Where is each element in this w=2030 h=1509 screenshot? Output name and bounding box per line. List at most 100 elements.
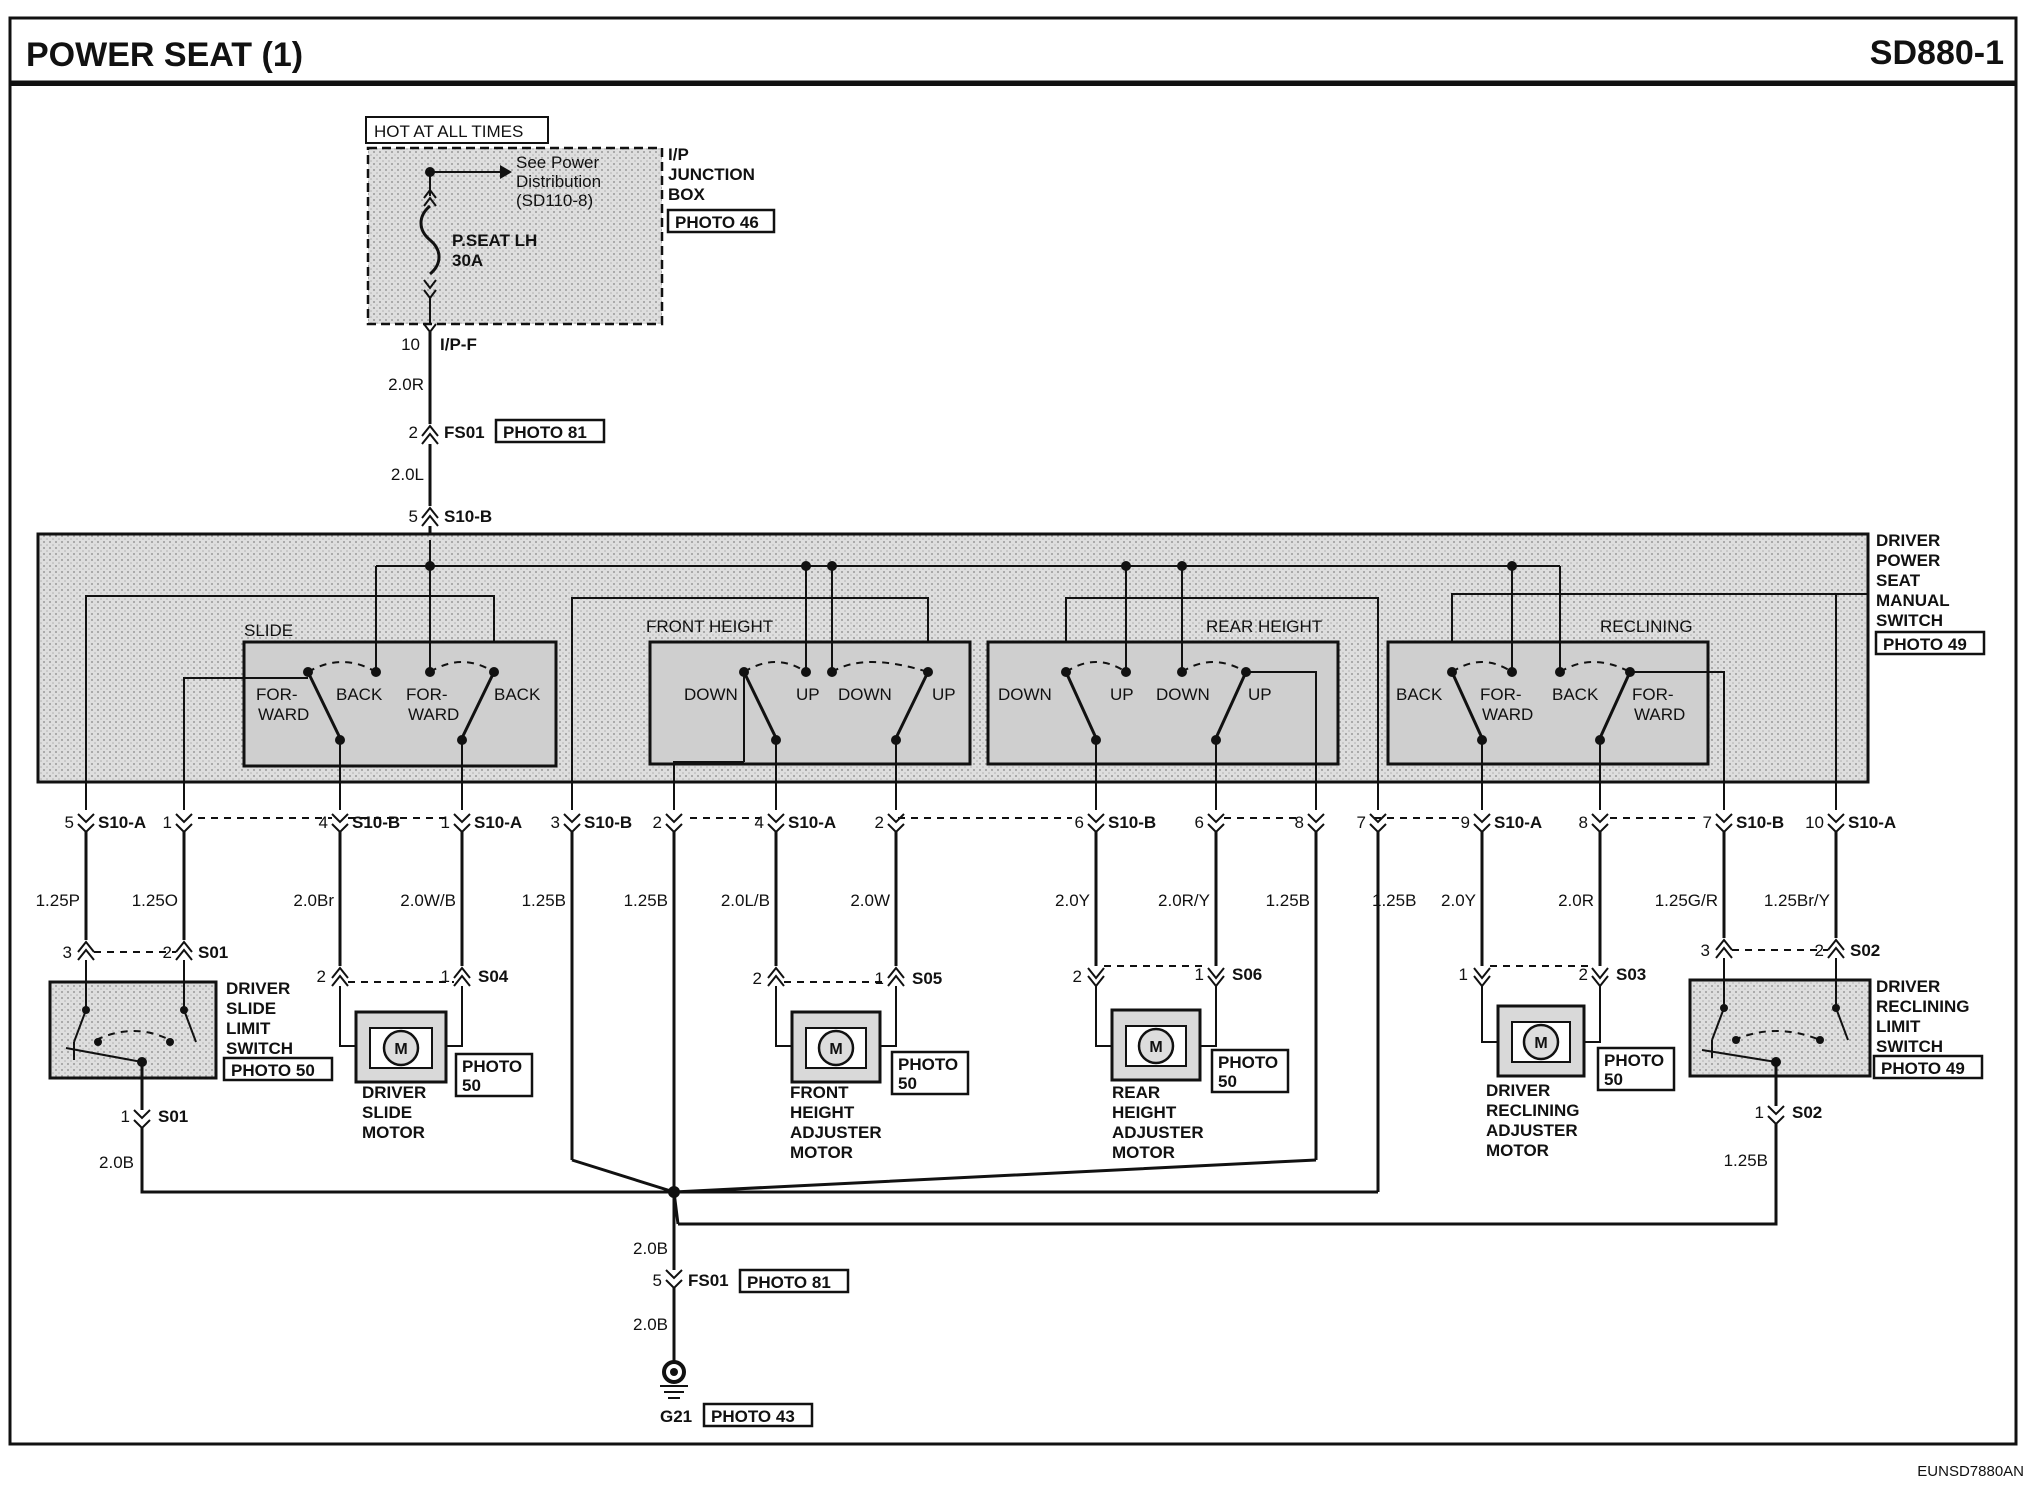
motor-name-2: RECLINING [1486,1101,1580,1120]
pin-col-13: 9 S10-A 2.0Y [1441,813,1542,966]
switch-photo: PHOTO 49 [1883,635,1967,654]
fs01-connector-icon [421,424,439,445]
fs01-ground-photo-box [738,1268,850,1294]
page-code: SD880-1 [1870,34,2004,72]
switch-connector-row: 5 S10-A 1.25P 1 1.25O 4 S10-B 2.0Br 1 S1… [36,813,1896,1192]
slide-node-2 [425,667,435,677]
motor-photo-box [1596,1046,1676,1092]
wire-label: 2.0Y [1055,891,1090,910]
hot-at-all-times-label: HOT AT ALL TIMES [374,122,523,141]
motor-photo-2: 50 [898,1074,917,1093]
s02-connector: S02 [1850,941,1880,960]
connector-chevron [1827,813,1845,834]
motor-name-2: SLIDE [362,1103,412,1122]
rear-height-adjuster-motor: 2 1 S06 M PHOTO 50 REAR HEIGHT ADJUSTER … [1073,965,1290,1162]
front-up-1: UP [796,685,820,704]
motor-connector: S05 [912,969,942,988]
s01-pin-a: 3 [63,943,72,962]
s02-pin-b: 2 [1815,941,1824,960]
pin-col-1: 5 S10-A 1.25P [36,813,146,940]
fs01-ground-connector: FS01 [688,1271,729,1290]
pin-number: 7 [1357,813,1366,832]
connector-chevron [1207,813,1225,834]
pin-connector: S10-A [1848,813,1896,832]
s02-gnd-wire: 1.25B [1724,1151,1768,1170]
slide-node-1 [371,667,381,677]
rear-node-2 [1177,667,1187,677]
page-title: POWER SEAT (1) [26,36,303,74]
front-supply-taps [805,640,833,672]
ip-junction-box: HOT AT ALL TIMES See Power Distribution … [365,116,776,326]
connector-chevron [175,813,193,834]
slide-link-2 [429,661,495,673]
fuse-icon [419,204,441,276]
motor-name-3: MOTOR [362,1123,425,1142]
rear-ground-loop [1065,597,1379,810]
front-node-1 [801,667,811,677]
front-link-1 [743,661,807,673]
motor-photo-box [1210,1048,1290,1094]
rear-down-1: DOWN [998,685,1052,704]
motor-leads [1095,986,1217,1047]
slide-forward-2a: FOR- [406,685,448,704]
recline-contact-2 [1598,671,1632,739]
pin-col-10: 6 2.0R/Y [1158,813,1225,966]
fs01-photo: PHOTO 81 [503,423,587,442]
motor-pin-b: 1 [875,969,884,988]
rear-height-section [986,640,1340,766]
recline-outputs [1481,594,1837,810]
motor-name-4: MOTOR [790,1143,853,1162]
rear-up-2: UP [1248,685,1272,704]
connector-chevron [1087,813,1105,834]
motor-chevron-a [767,966,785,987]
s01-gnd-chevron [133,1109,151,1130]
junction-box-photo-box [666,208,776,234]
ground-photo: PHOTO 43 [711,1407,795,1426]
see-power-line3: (SD110-8) [516,191,593,210]
fuse-bottom-chevrons [423,279,437,324]
bus-node [827,561,837,571]
pin-connector: S10-B [352,813,400,832]
pin-number: 6 [1195,813,1204,832]
slide-limit-name-2: SLIDE [226,999,276,1018]
motor-name-3: ADJUSTER [1112,1123,1204,1142]
slide-forward-1a: FOR- [256,685,298,704]
front-height-adjuster-motor: 2 1 S05 M PHOTO 50 FRONT HEIGHT ADJUSTER… [753,966,970,1162]
motor-name-1: DRIVER [362,1083,426,1102]
reclining-section [1386,640,1710,766]
motor-photo-box [890,1050,970,1096]
front-node-2 [827,667,837,677]
motor-connector: S03 [1616,965,1646,984]
reclining-limit-node [1816,1036,1824,1044]
fs01-connector: FS01 [444,423,485,442]
reclining-limit-name-2: RECLINING [1876,997,1970,1016]
supply-bus [375,540,1561,640]
connector-chevron [1591,813,1609,834]
pin-connector: S10-B [584,813,632,832]
wire-label: 2.0L/B [721,891,770,910]
front-contact-1 [742,671,778,739]
wire-label: 1.25B [1266,891,1310,910]
pin-number: 4 [319,813,328,832]
recline-forward-2a: FOR- [1632,685,1674,704]
connector-chevron [767,813,785,834]
motor-leads [339,986,463,1047]
front-height-section [648,640,972,766]
motor-icon [817,1029,855,1067]
connector-chevron [1715,813,1733,834]
connector-chevron [1307,813,1325,834]
hot-at-all-times-box [365,116,549,144]
switch-name-5: SWITCH [1876,611,1943,630]
s10b-feed-pin: 5 [409,507,418,526]
slide-limit-node [82,1006,90,1014]
recline-forward-1a: FOR- [1480,685,1522,704]
motor-chevron-a [1473,967,1491,988]
rear-link-2 [1181,661,1247,673]
reclining-limit-name-1: DRIVER [1876,977,1940,996]
diagram-frame [8,82,2018,1446]
motor-photo-2: 50 [1604,1070,1623,1089]
recline-node-2 [1555,667,1565,677]
wire-label: 1.25O [132,891,178,910]
connector-chevron [453,813,471,834]
pin-col-11: 8 1.25B [1266,813,1325,1160]
